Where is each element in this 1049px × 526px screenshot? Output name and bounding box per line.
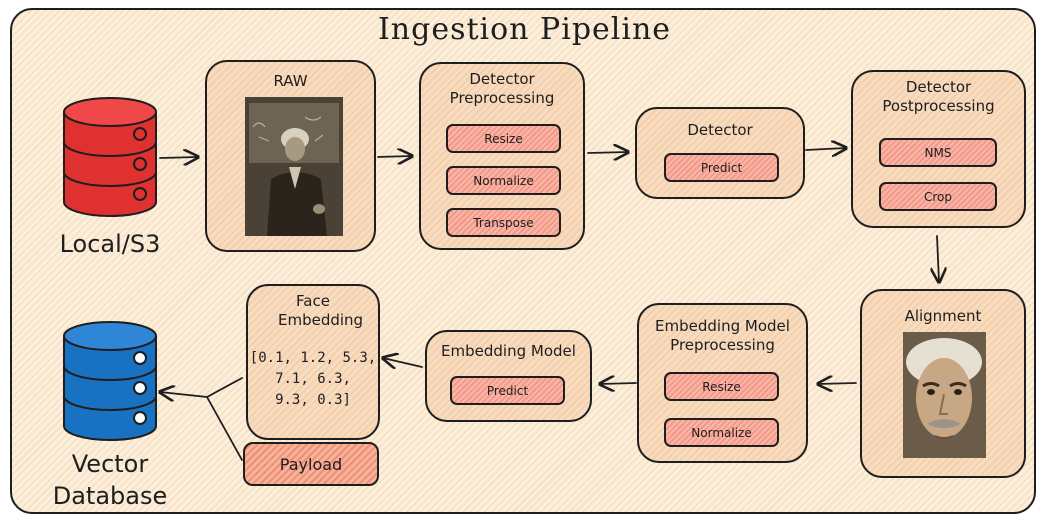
alignment-label: Alignment — [904, 307, 982, 325]
face-closeup-photo-icon — [903, 332, 986, 458]
embedding-normalize-step: Normalize — [664, 418, 779, 447]
source-label: Local/S3 — [59, 230, 161, 258]
payload-box: Payload — [243, 442, 379, 486]
nms-step: NMS — [879, 138, 997, 167]
resize-step: Resize — [446, 124, 561, 153]
diagram-title: Ingestion Pipeline — [377, 12, 672, 47]
face-embedding-values: [0.1, 1.2, 5.3, 7.1, 6.3, 9.3, 0.3] — [248, 348, 378, 411]
embedding-model-title: Embedding Model — [441, 342, 576, 360]
detector-title: Detector — [687, 121, 753, 139]
raw-label: RAW — [273, 72, 308, 90]
embedding-values-line-2: 7.1, 6.3, — [275, 371, 351, 387]
portrait-photo-icon — [245, 97, 343, 236]
red-database-icon — [63, 97, 157, 217]
embedding-values-line-3: 9.3, 0.3] — [275, 392, 351, 408]
face-embedding-title: Face Embedding — [278, 292, 364, 329]
crop-step: Crop — [879, 182, 997, 211]
embedding-model-preprocessing-title: Embedding Model Preprocessing — [655, 317, 790, 354]
blue-database-icon — [63, 321, 157, 441]
detector-postprocessing-title: Detector Postprocessing — [882, 78, 995, 115]
detector-predict-step: Predict — [664, 153, 779, 182]
embedding-predict-step: Predict — [450, 376, 565, 405]
transpose-step: Transpose — [446, 208, 561, 237]
face-embedding-box: Face Embedding [0.1, 1.2, 5.3, 7.1, 6.3,… — [246, 284, 380, 440]
destination-label: Vector Database — [52, 450, 168, 510]
normalize-step: Normalize — [446, 166, 561, 195]
embedding-values-line-1: [0.1, 1.2, 5.3, — [249, 350, 377, 366]
detector-preprocessing-title: Detector Preprocessing — [449, 70, 555, 107]
embedding-resize-step: Resize — [664, 372, 779, 401]
